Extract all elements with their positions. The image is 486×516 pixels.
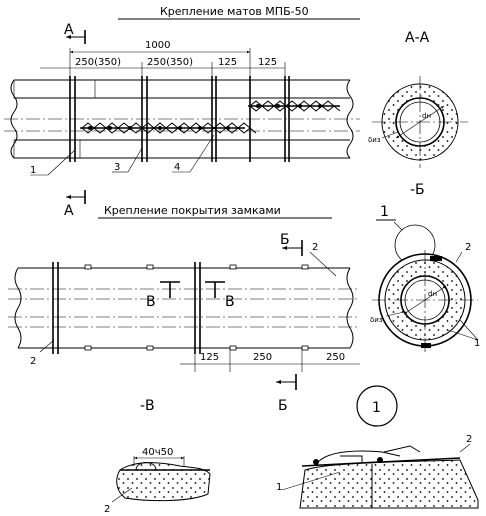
detail-right-view [281,443,479,509]
title-middle: Крепление покрытия замками [104,204,281,217]
callout-1-detail-right: 1 [276,482,282,493]
detail-circle [356,385,398,427]
section-aa-dn: dн [422,112,431,120]
section-aa-view [372,76,468,168]
callout-2-pipe-top: 2 [312,242,318,253]
lock-pipe-view [8,262,360,354]
section-bb-view [372,224,479,352]
detail-circle-number: 1 [372,400,381,416]
callout-2-detail-right: 2 [466,434,472,445]
section-v-left: В [146,294,156,310]
section-a-marks [66,30,86,204]
callout-1-section: 1 [474,338,480,349]
callout-2-section: 2 [465,242,471,253]
middle-callout-leaders [39,251,337,353]
callout-1-detail-ref: 1 [380,204,389,220]
section-b-bottom-label: Б [278,398,288,414]
section-aa-label: А-А [405,30,430,46]
minus-b-top: -Б [410,182,425,198]
minus-v-label: -В [140,398,155,414]
section-b-top-label: Б [280,232,290,248]
section-b-marks [276,240,303,390]
section-aa-diz: δиз [368,136,381,144]
lower-dimensions [180,348,360,372]
dim-low1: 125 [200,352,219,363]
section-bb-diz: δиз [370,316,383,324]
top-callout-leaders [30,134,215,176]
dim-seg2: 250(350) [147,57,193,68]
dim-seg3: 125 [218,57,237,68]
section-bb-dn: dн [428,290,437,298]
callout-3: 3 [114,162,120,173]
section-a-top-label: А [64,22,74,38]
top-dimensions [40,48,286,76]
dim-seg1: 250(350) [75,57,121,68]
dim-total: 1000 [145,40,170,51]
callout-2-detail-left: 2 [104,504,110,515]
title-top: Крепление матов МПБ-50 [160,5,309,18]
callout-1-top: 1 [30,165,36,176]
detail-left-view [111,456,211,503]
section-v-right: В [225,294,235,310]
dim-low2: 250 [253,352,272,363]
mat-pipe-view [4,76,360,162]
callout-4: 4 [174,162,180,173]
callout-2-pipe-left: 2 [30,356,36,367]
section-a-bottom-label: А [64,203,74,219]
dim-detail: 40ч50 [142,447,173,458]
dim-seg4: 125 [258,57,277,68]
dim-low3: 250 [326,352,345,363]
